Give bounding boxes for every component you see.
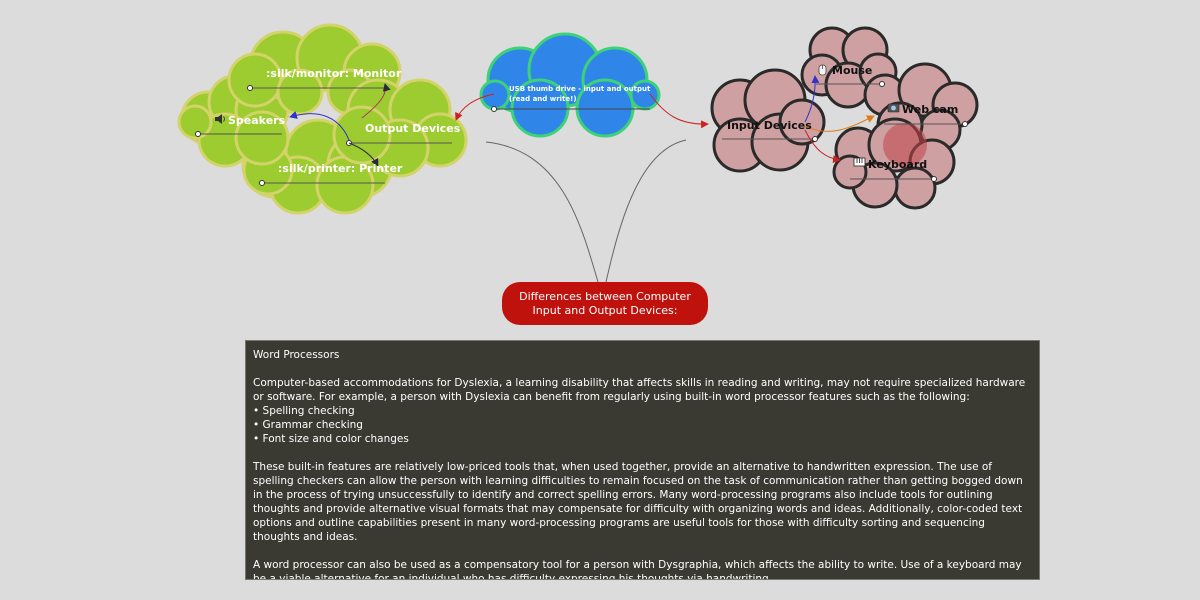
root-to-output-connector [485,141,599,283]
usb-cloud[interactable] [479,32,661,138]
speaker-icon [215,114,225,124]
printer-anchor[interactable] [259,180,265,186]
input-devices-label: Input Devices [727,119,812,132]
speakers-anchor[interactable] [195,131,201,137]
input-to-keyboard-arrow [804,129,841,164]
note-bullet: Grammar checking [253,418,1032,432]
note-paragraph-2: These built-in features are relatively l… [253,461,1023,543]
output-to-speakers-arrow [289,111,350,141]
output-devices-label: Output Devices [365,122,461,135]
monitor-label: :silk/monitor: Monitor [266,67,402,80]
overlap-highlight [883,123,927,167]
output-to-printer-arrow [348,142,379,167]
mouse-anchor[interactable] [879,81,885,87]
central-topic[interactable]: Differences between Computer Input and O… [502,282,708,325]
input-devices-cloud[interactable] [710,68,826,173]
keyboard-label: Keyboard [868,158,927,171]
input-to-webcam-arrow [804,115,875,132]
webcam-icon [887,103,900,113]
monitor-anchor[interactable] [247,85,253,91]
note-bullet: Spelling checking [253,404,1032,418]
usb-to-output-arrow [455,93,495,121]
note-bullet: Font size and color changes [253,432,1032,446]
output-devices-cloud[interactable] [332,78,468,178]
speakers-label: Speakers [228,114,286,127]
input-cloud-group [710,26,979,210]
mouse-label: Mouse [832,64,872,77]
note-bullet-list: Spelling checking Grammar checking Font … [253,404,1032,446]
note-panel: Word Processors Computer-based accommoda… [245,340,1040,580]
mouse-icon [818,64,827,76]
note-paragraph-1: Computer-based accommodations for Dyslex… [253,377,1026,403]
usb-label-line2: (read and write!) [509,95,577,103]
keyboard-anchor[interactable] [931,176,937,182]
root-to-input-connector [605,139,687,283]
central-topic-label: Differences between Computer Input and O… [519,289,691,317]
printer-label: :silk/printer: Printer [278,162,403,175]
usb-to-input-arrow [649,93,709,129]
webcam-anchor[interactable] [962,121,968,127]
keyboard-icon [853,157,866,167]
output-to-monitor-arrow [361,83,391,119]
usb-anchor[interactable] [491,106,497,112]
output-cloud-group [177,23,468,215]
note-title: Word Processors [253,349,340,361]
input-to-mouse-arrow [804,75,820,123]
webcam-label: Web cam [902,103,958,116]
usb-label-line1: USB thumb drive - input and output [509,85,651,93]
note-paragraph-3: A word processor can also be used as a c… [253,559,1022,580]
input-anchor[interactable] [812,136,818,142]
